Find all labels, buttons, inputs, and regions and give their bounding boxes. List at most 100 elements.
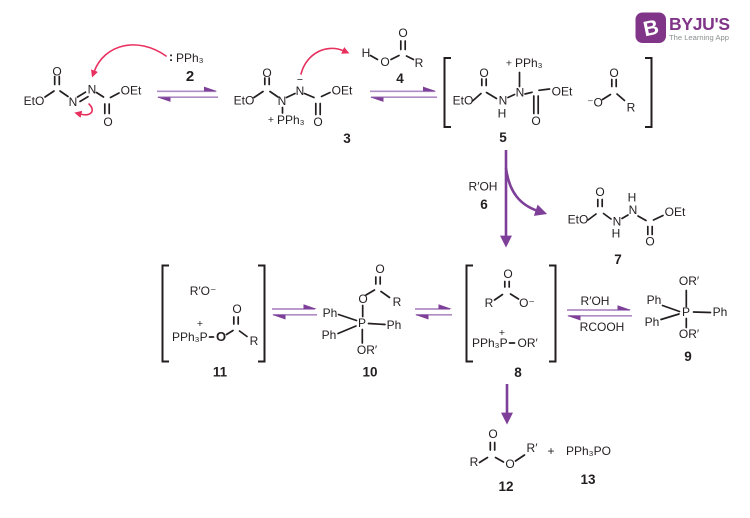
atom-label: H bbox=[612, 227, 621, 241]
bracket bbox=[161, 264, 169, 363]
atom-label: N bbox=[499, 94, 508, 108]
step-number-9: 9 bbox=[684, 349, 692, 364]
bracket bbox=[258, 264, 266, 363]
step-number-12: 12 bbox=[498, 479, 513, 494]
alkoxide-label: R′O⁻ bbox=[190, 284, 217, 298]
atom-label: Ph bbox=[645, 315, 660, 329]
electron-arrow-n-to-h bbox=[300, 47, 350, 75]
atom-label: H bbox=[498, 107, 507, 121]
atom-label: EtO bbox=[234, 94, 255, 108]
step-number-4: 4 bbox=[396, 71, 404, 86]
hydrazide-7: EtO O N H N H OEt O 7 bbox=[568, 185, 686, 267]
step-number-13: 13 bbox=[580, 472, 596, 487]
atom-label: EtO bbox=[24, 94, 45, 108]
bonds bbox=[493, 280, 520, 301]
equilibrium-arrow-5: R′OH RCOOH bbox=[567, 294, 632, 334]
atom-label: O bbox=[609, 66, 618, 80]
forward-reagent-label: R′OH bbox=[581, 294, 610, 308]
atom-label: N bbox=[516, 86, 525, 100]
atom-label: H bbox=[362, 46, 371, 60]
intermediate-5: EtO O N H N + PPh₃ OEt O ⁻O O R 5 bbox=[443, 56, 653, 145]
equilibrium-arrow-2 bbox=[370, 86, 437, 102]
equilibrium-arrow-1 bbox=[157, 86, 218, 102]
atom-label: O bbox=[358, 292, 367, 306]
step-number-3: 3 bbox=[343, 131, 351, 146]
atom-label: P bbox=[358, 316, 366, 330]
plus-charge: + bbox=[268, 114, 274, 126]
bracket bbox=[443, 57, 451, 128]
bonds bbox=[478, 441, 526, 464]
structure-3-betaine: EtO O N + PPh₃ N − OEt O 3 bbox=[234, 66, 353, 146]
bonds bbox=[369, 40, 415, 61]
atom-label: O bbox=[503, 267, 512, 281]
bonds bbox=[471, 71, 626, 115]
atom-label: N bbox=[296, 84, 305, 98]
atom-label: R bbox=[627, 101, 636, 115]
bonds bbox=[660, 289, 712, 329]
atom-label: H bbox=[628, 191, 637, 205]
step-number-5: 5 bbox=[499, 130, 507, 145]
atom-label: EtO bbox=[453, 94, 474, 108]
bracket bbox=[465, 264, 473, 363]
atom-label: O bbox=[262, 66, 271, 80]
plus-charge: + bbox=[499, 327, 505, 339]
plus-charge: + bbox=[506, 58, 512, 70]
minus-charge: − bbox=[297, 74, 303, 86]
atom-label-bold-o: O bbox=[216, 329, 226, 344]
equilibrium-arrow-3 bbox=[272, 304, 317, 320]
atom-label: Ph bbox=[647, 293, 662, 307]
atom-label: OR′ bbox=[679, 327, 700, 341]
acid-4: H O O R 4 bbox=[362, 26, 424, 86]
plus-sign: + bbox=[547, 444, 554, 458]
bonds bbox=[587, 198, 664, 236]
formula-label: PPh₃ bbox=[515, 56, 543, 70]
plus-charge: + bbox=[197, 318, 203, 330]
formula-label: PPh₃P bbox=[472, 336, 508, 350]
atom-label: O bbox=[398, 26, 407, 40]
atom-label: OEt bbox=[665, 205, 686, 219]
atom-label: EtO bbox=[568, 213, 589, 227]
structure-dead: EtO O N N OEt O bbox=[24, 65, 142, 130]
step-number-2: 2 bbox=[186, 68, 194, 85]
atom-label: O bbox=[313, 115, 322, 129]
step-number-10: 10 bbox=[362, 365, 377, 380]
atom-label: Ph bbox=[387, 318, 402, 332]
step-number-6: 6 bbox=[480, 197, 488, 212]
step-number-7: 7 bbox=[614, 252, 622, 267]
lone-pair-dots: : bbox=[169, 49, 173, 64]
atom-label: O bbox=[103, 115, 112, 129]
atom-label: OEt bbox=[332, 84, 353, 98]
intermediate-10: O R O Ph Ph P Ph OR′ 10 bbox=[322, 262, 402, 380]
atom-label: P bbox=[682, 305, 690, 319]
bonds bbox=[44, 75, 120, 115]
formula-label: PPh₃PO bbox=[566, 444, 611, 458]
formula-label: PPh₃P bbox=[172, 330, 208, 344]
arrow-5-to-8 bbox=[500, 150, 548, 248]
logo-mark-background bbox=[635, 12, 666, 43]
logo-tagline: The Learning App bbox=[669, 33, 729, 42]
atom-label: R bbox=[250, 334, 259, 348]
atom-label: O bbox=[479, 66, 488, 80]
atom-label: O bbox=[595, 185, 604, 199]
atom-label: O bbox=[375, 262, 384, 276]
logo-b-icon: B bbox=[641, 16, 661, 42]
bonds bbox=[337, 276, 391, 344]
atom-label: R bbox=[415, 56, 424, 70]
step-number-8: 8 bbox=[514, 365, 522, 380]
atom-label: N bbox=[278, 94, 287, 108]
atom-label: Ph bbox=[713, 305, 728, 319]
intermediate-11: R′O⁻ + PPh₃P O O R 11 bbox=[161, 264, 266, 380]
electron-arrow-pph3-to-n bbox=[91, 44, 167, 78]
atom-label: O bbox=[645, 235, 654, 249]
atom-label: N bbox=[629, 203, 638, 217]
bracket bbox=[645, 57, 653, 128]
formula-label: PPh₃ bbox=[176, 51, 204, 65]
atom-label: R bbox=[393, 295, 402, 309]
equilibrium-arrow-4 bbox=[415, 304, 452, 320]
bracket bbox=[549, 264, 557, 363]
step-number-11: 11 bbox=[213, 365, 228, 380]
atom-label: N bbox=[613, 215, 622, 229]
reverse-reagent-label: RCOOH bbox=[580, 320, 625, 334]
atom-label: R bbox=[470, 455, 479, 469]
